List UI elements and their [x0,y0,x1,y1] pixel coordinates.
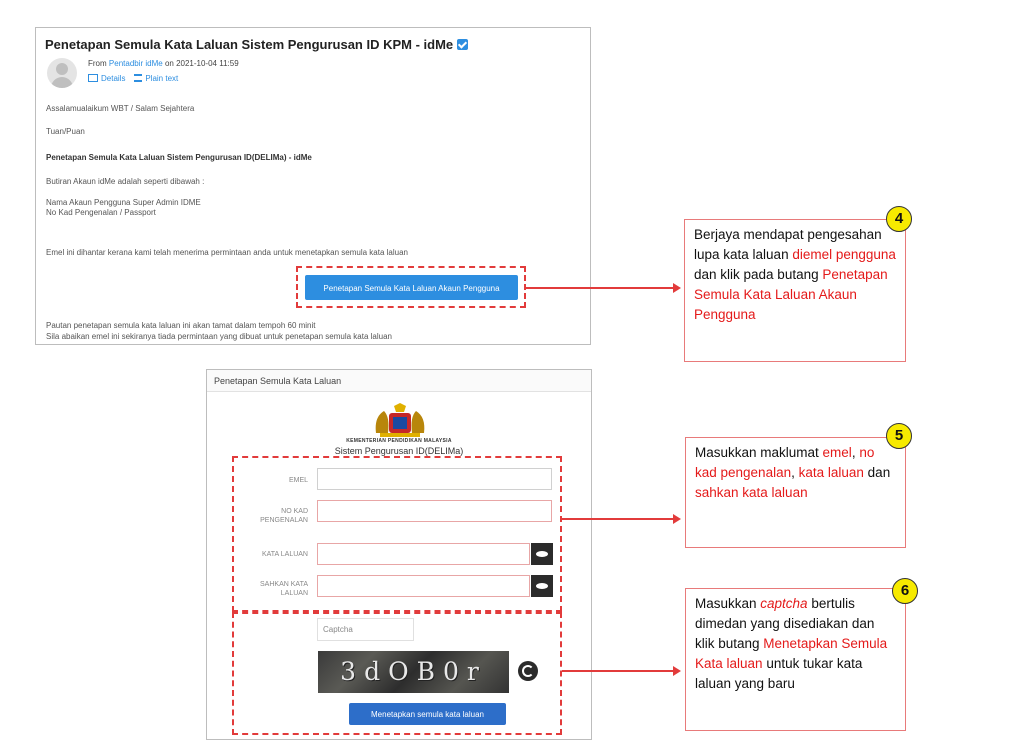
reset-form-panel: Penetapan Semula Kata Laluan KEMENTERIAN… [206,369,592,740]
email-footer-1: Pautan penetapan semula kata laluan ini … [46,321,316,330]
verified-icon [457,39,469,50]
crest-logo [375,403,425,437]
password-label: KATA LALUAN [261,551,308,558]
captcha-input[interactable] [317,618,414,641]
refresh-captcha-icon[interactable] [518,661,538,681]
ministry-name: KEMENTERIAN PENDIDIKAN MALAYSIA [346,438,452,444]
captcha-image: 3dOB0r [318,651,509,693]
arrow-5 [562,514,681,524]
callout-5: Masukkan maklumat emel, no kad pengenala… [685,437,906,548]
email-greeting: Assalamualaikum WBT / Salam Sejahtera [46,104,195,113]
email-footer-2: Sila abaikan emel ini sekiranya tiada pe… [46,332,393,341]
show-password-icon[interactable] [531,543,553,565]
callout-4: Berjaya mendapat pengesahan lupa kata la… [684,219,906,362]
list-icon [134,74,143,82]
email-heading: Penetapan Semula Kata Laluan Sistem Peng… [46,153,312,162]
highlight-captcha [232,612,562,735]
email-actions: Details Plain text [88,74,178,83]
step-badge-4: 4 [886,206,912,232]
show-confirm-password-icon[interactable] [531,575,553,597]
email-ic-line: No Kad Pengenalan / Passport [46,208,156,217]
sender-link[interactable]: Pentadbir idMe [108,59,163,68]
email-from: From Pentadbir idMe on 2021-10-04 11:59 [88,59,239,68]
highlight-reset-button [296,266,526,308]
envelope-icon [88,74,98,82]
plain-text-link[interactable]: Plain text [134,74,178,83]
email-label: EMEL [288,477,308,484]
avatar [47,58,77,88]
email-salutation: Tuan/Puan [46,127,85,136]
email-notice: Emel ini dihantar kerana kami telah mene… [46,248,408,257]
email-account-line: Butiran Akaun idMe adalah seperti dibawa… [46,177,205,186]
confirm-password-label: SAHKAN KATA LALUAN [260,581,308,597]
submit-reset-button[interactable]: Menetapkan semula kata laluan [349,703,506,725]
ic-field[interactable] [317,500,552,522]
ic-label: NO KAD PENGENALAN [260,508,308,524]
reset-password-button[interactable]: Penetapan Semula Kata Laluan Akaun Pengg… [305,275,518,300]
step-badge-5: 5 [886,423,912,449]
password-field[interactable] [317,543,530,565]
arrow-6 [562,666,681,676]
email-name-line: Nama Akaun Pengguna Super Admin IDME [46,198,201,207]
arrow-4 [526,283,681,293]
email-panel: Penetapan Semula Kata Laluan Sistem Peng… [35,27,591,345]
callout-6: Masukkan captcha bertulis dimedan yang d… [685,588,906,731]
step-badge-6: 6 [892,578,918,604]
email-subject: Penetapan Semula Kata Laluan Sistem Peng… [45,37,469,52]
confirm-password-field[interactable] [317,575,530,597]
highlight-fields [232,456,562,612]
email-field[interactable] [317,468,552,490]
form-header: Penetapan Semula Kata Laluan [207,370,591,392]
details-link[interactable]: Details [88,74,125,83]
system-name: Sistem Pengurusan ID(DELIMa) [334,446,464,456]
